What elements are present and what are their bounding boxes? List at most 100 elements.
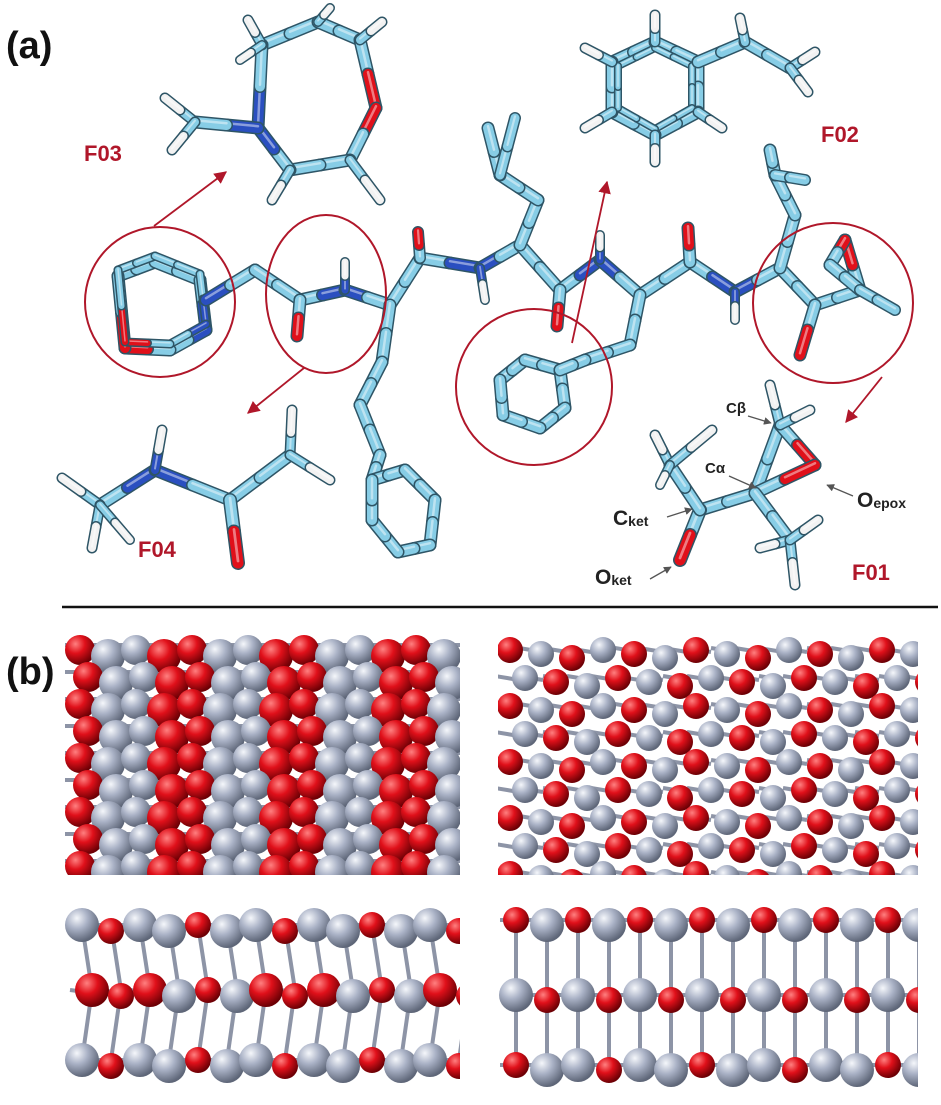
- oxygen-atom: [745, 813, 771, 839]
- metal-atom: [838, 813, 864, 839]
- metal-atom: [716, 908, 750, 942]
- metal-atom: [129, 716, 159, 746]
- bond-highlight: [798, 326, 809, 355]
- oxygen-atom: [185, 912, 211, 938]
- oxygen-atom: [683, 805, 709, 831]
- metal-atom: [902, 1053, 918, 1087]
- highlight-circle-phenyl: [455, 308, 613, 466]
- oxygen-atom: [498, 861, 523, 875]
- oxygen-atom: [605, 665, 631, 691]
- oxygen-atom: [297, 824, 327, 854]
- metal-atom: [315, 801, 349, 835]
- metal-atom: [590, 861, 616, 875]
- oxygen-atom: [177, 635, 207, 665]
- metal-atom: [345, 689, 375, 719]
- bond: [111, 519, 134, 544]
- metal-atom: [528, 865, 554, 875]
- oxygen-atom: [683, 693, 709, 719]
- bond-highlight: [498, 376, 503, 397]
- oxygen-atom: [185, 1047, 211, 1073]
- metal-atom: [99, 774, 133, 808]
- metal-atom: [900, 753, 918, 779]
- metal-atom: [345, 797, 375, 827]
- oxygen-atom: [371, 801, 405, 835]
- metal-atom: [652, 645, 678, 671]
- metal-atom: [776, 805, 802, 831]
- bond-highlight: [61, 475, 82, 492]
- metal-atom: [427, 855, 460, 875]
- bond-highlight: [791, 560, 796, 585]
- metal-atom: [590, 693, 616, 719]
- metal-atom: [809, 978, 843, 1012]
- oxygen-atom: [543, 669, 569, 695]
- oxygen-atom: [782, 987, 808, 1013]
- oxygen-atom: [272, 1053, 298, 1079]
- metal-atom: [654, 869, 676, 875]
- oxygen-atom: [751, 907, 777, 933]
- oxygen-atom: [503, 907, 529, 933]
- metal-atom: [512, 665, 538, 691]
- metal-atom: [239, 908, 273, 942]
- oxygen-atom: [605, 777, 631, 803]
- oxygen-atom: [267, 774, 301, 808]
- oxygen-atom: [621, 865, 647, 875]
- metal-atom: [336, 979, 370, 1013]
- metal-atom: [776, 693, 802, 719]
- metal-atom: [747, 1048, 781, 1082]
- oxygen-atom: [782, 1057, 808, 1083]
- oxygen-atom: [729, 669, 755, 695]
- bond: [788, 558, 799, 589]
- oxygen-atom: [498, 805, 523, 831]
- metal-atom: [512, 721, 538, 747]
- metal-atom: [698, 777, 724, 803]
- oxygen-atom: [401, 851, 431, 875]
- pointer-o-ket: [649, 566, 672, 580]
- oxygen-atom: [621, 753, 647, 779]
- bond: [268, 181, 285, 204]
- metal-atom: [233, 635, 263, 665]
- metal-atom: [561, 1048, 595, 1082]
- oxygen-atom: [559, 645, 585, 671]
- oxygen-atom: [371, 639, 405, 673]
- oxygen-atom: [689, 1052, 715, 1078]
- bond: [236, 49, 255, 64]
- oxygen-atom: [596, 987, 622, 1013]
- oxygen-atom: [272, 918, 298, 944]
- oxygen-atom: [627, 907, 653, 933]
- metal-atom: [220, 979, 254, 1013]
- oxygen-atom: [915, 673, 918, 691]
- oxygen-atom: [791, 721, 817, 747]
- bond: [161, 94, 184, 114]
- metal-atom: [884, 777, 910, 803]
- metal-atom: [900, 865, 918, 875]
- bond: [361, 176, 384, 204]
- metal-atom: [239, 1043, 273, 1077]
- bond: [150, 465, 198, 490]
- oxygen-atom: [73, 770, 103, 800]
- oxygen-atom: [807, 697, 833, 723]
- metal-atom: [427, 747, 460, 781]
- metal-atom: [210, 1049, 244, 1083]
- bond-highlight: [690, 427, 713, 448]
- metal-atom: [129, 824, 159, 854]
- metal-atom: [698, 721, 724, 747]
- oxygen-atom: [667, 673, 693, 699]
- oxygen-atom: [498, 693, 523, 719]
- bond: [674, 529, 696, 566]
- metal-atom: [211, 720, 245, 754]
- metal-atom: [685, 978, 719, 1012]
- oxygen-atom: [498, 749, 523, 775]
- oxygen-atom: [875, 907, 901, 933]
- metal-atom: [884, 721, 910, 747]
- oxygen-atom: [853, 729, 879, 755]
- oxygen-atom: [155, 828, 189, 862]
- bond: [736, 14, 747, 34]
- oxygen-atom: [747, 869, 769, 875]
- bond-highlight: [801, 49, 816, 60]
- metal-atom: [714, 753, 740, 779]
- oxygen-atom: [155, 720, 189, 754]
- molecule-structure: [56, 3, 901, 591]
- oxygen-atom: [446, 918, 460, 944]
- bond: [581, 116, 603, 132]
- oxygen-atom: [409, 824, 439, 854]
